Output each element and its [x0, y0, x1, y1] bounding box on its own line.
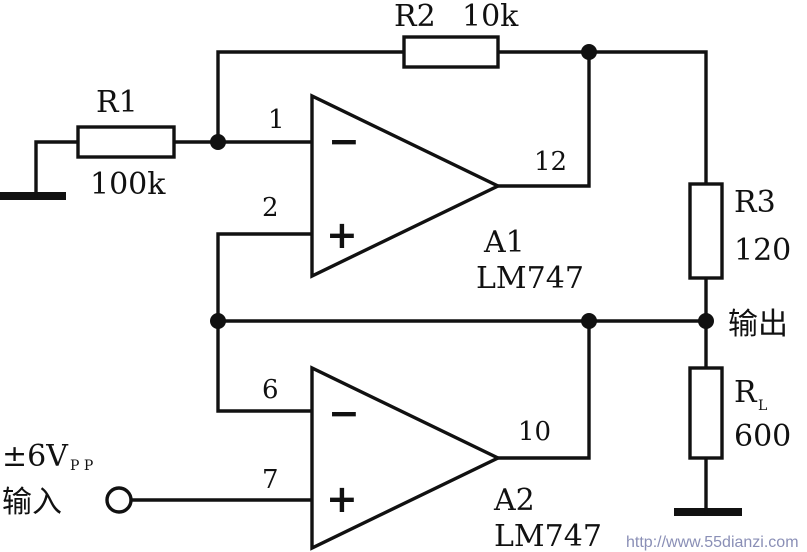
a2-part: LM747	[494, 519, 602, 552]
junction-dot	[210, 134, 226, 150]
a1-part: LM747	[476, 261, 584, 296]
pin-12-label: 12	[534, 147, 567, 177]
pin-2-label: 2	[262, 193, 279, 223]
opamp-a1-icon	[310, 93, 502, 279]
watermark-text: http://www.55dianzi.com	[626, 534, 799, 551]
junctions	[210, 44, 714, 329]
a1-minus-sign: −	[328, 119, 360, 163]
rl-name: R	[734, 375, 758, 410]
r1-value: 100k	[90, 167, 166, 202]
opamp-a2-icon	[310, 365, 502, 551]
pin-7-label: 7	[262, 465, 279, 495]
a2-name: A2	[493, 483, 535, 518]
junction-dot	[210, 313, 226, 329]
r3-name: R3	[734, 185, 776, 220]
a2-minus-sign: −	[328, 391, 360, 435]
input-level-subscript: P P	[70, 458, 93, 474]
pin-1-label: 1	[268, 105, 285, 135]
pin-6-label: 6	[262, 375, 279, 405]
a1-name: A1	[483, 225, 525, 260]
input-label: 输入	[2, 485, 62, 520]
junction-dot	[698, 313, 714, 329]
r2-name: R2	[394, 0, 436, 34]
r2-value: 10k	[462, 0, 519, 34]
resistor-r2	[402, 35, 500, 69]
junction-dot	[581, 313, 597, 329]
r1-name: R1	[96, 85, 138, 120]
junction-dot	[581, 44, 597, 60]
wires	[34, 50, 708, 514]
rl-subscript: L	[758, 398, 767, 414]
resistor-r1	[76, 125, 176, 159]
r3-value: 120	[734, 233, 791, 268]
resistor-rl	[688, 366, 724, 460]
a2-plus-sign: +	[326, 477, 358, 521]
rl-value: 600	[734, 419, 791, 454]
a1-plus-sign: +	[326, 213, 358, 257]
pin-10-label: 10	[518, 417, 551, 447]
input-level-label: ±6V	[2, 439, 69, 474]
input-terminal-icon	[105, 486, 133, 514]
resistor-r3	[688, 182, 724, 280]
output-label: 输出	[728, 307, 788, 342]
